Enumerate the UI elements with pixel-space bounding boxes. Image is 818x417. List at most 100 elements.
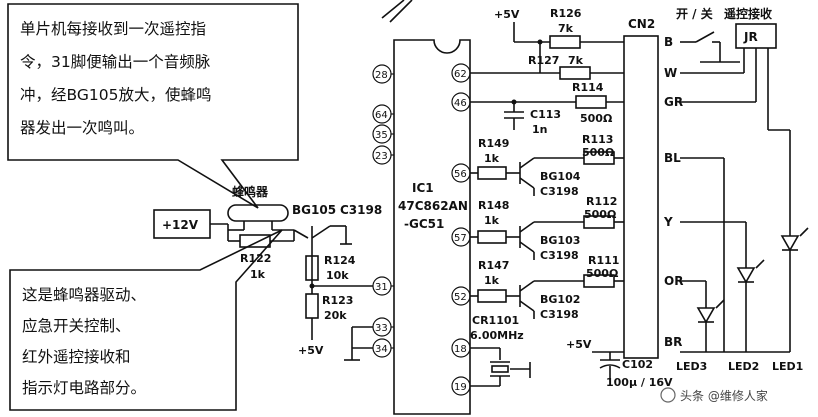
v5-top-label: +5V	[494, 8, 520, 21]
bg102-part: C3198	[540, 308, 579, 321]
svg-text:46: 46	[454, 98, 467, 109]
cn2-pin-bl: BL	[664, 151, 681, 165]
watermark-text: 头条 @维修人家	[680, 388, 768, 403]
ic-pin-62: 62	[451, 63, 471, 83]
svg-text:23: 23	[375, 151, 388, 162]
switch-and-receiver: 开 / 关 遥控接收 JR	[676, 6, 791, 236]
r114-body	[575, 95, 607, 109]
ic-pin-56: 56	[451, 163, 471, 183]
callout-top-line-2: 令，31脚便输出一个音频脉	[20, 53, 211, 71]
r114-value: 500Ω	[580, 112, 613, 125]
c102-value: 100μ / 16V	[606, 376, 673, 389]
bg104-name: BG104	[540, 170, 581, 183]
cn2-pin-br: BR	[664, 335, 682, 349]
bg105-part: C3198	[340, 203, 382, 217]
bg104-part: C3198	[540, 185, 579, 198]
ic-pin-23: 23	[372, 145, 394, 165]
control-circuit: +5V R126 7k R127 7k C113 1n R114 500Ω R1…	[470, 7, 673, 389]
svg-text:35: 35	[375, 130, 388, 141]
v12-label: +12V	[162, 218, 199, 232]
r147-value: 1k	[484, 274, 500, 287]
receiver-box-label: JR	[743, 30, 758, 44]
led1-symbol	[780, 227, 809, 352]
bg103-name: BG103	[540, 234, 580, 247]
svg-text:34: 34	[375, 344, 388, 355]
r122-value: 1k	[250, 268, 266, 281]
ic-pin-35: 35	[372, 124, 394, 144]
bg104-transistor	[519, 157, 584, 196]
crystal-name: CR1101	[472, 314, 519, 327]
callout-bottom: 这是蜂鸣器驱动、 应急开关控制、 红外遥控接收和 指示灯电路部分。	[9, 229, 283, 411]
bg102-transistor	[519, 280, 584, 319]
ic-pin-31: 31	[372, 276, 394, 296]
ic-pin-46: 46	[451, 92, 471, 112]
connector-cn2: CN2 B W GR BL Y OR BR	[623, 17, 683, 359]
ic-part: 47C862AN	[398, 199, 468, 213]
crystal-freq: 6.00MHz	[470, 329, 524, 342]
r111-value: 500Ω	[586, 267, 619, 280]
r123-name: R123	[322, 294, 353, 307]
svg-text:19: 19	[454, 382, 467, 393]
crystal-symbol	[470, 347, 531, 387]
r114-name: R114	[572, 81, 604, 94]
ic-pin-19: 19	[451, 376, 471, 396]
led3-symbol	[696, 299, 725, 352]
buzzer-drive-circuit: +12V 蜂鸣器 R122 1k BG105 C3198	[153, 184, 382, 361]
r122-body	[239, 234, 271, 248]
bg103-transistor	[519, 221, 584, 260]
r149-name: R149	[478, 137, 509, 150]
r123-body	[305, 293, 319, 319]
r113-name: R113	[582, 133, 613, 146]
svg-text:31: 31	[375, 282, 388, 293]
r124-body	[305, 255, 319, 281]
v5-right-label: +5V	[566, 338, 592, 351]
ic-pin-57: 57	[451, 227, 471, 247]
r148-body	[477, 230, 507, 244]
svg-text:64: 64	[375, 110, 388, 121]
cn2-pin-b: B	[664, 35, 673, 49]
r124-name: R124	[324, 254, 356, 267]
svg-text:56: 56	[454, 169, 467, 180]
r124-value: 10k	[326, 269, 349, 282]
callout-bottom-line-3: 红外遥控接收和	[22, 348, 131, 366]
ic-pin-28: 28	[372, 64, 394, 84]
bg105-name: BG105	[292, 203, 336, 217]
led2-label: LED2	[728, 360, 759, 373]
r127-value: 7k	[568, 54, 584, 67]
svg-text:52: 52	[454, 292, 467, 303]
cn2-pin-y: Y	[663, 215, 673, 229]
c102-name: C102	[622, 358, 653, 371]
r113-value: 500Ω	[582, 146, 615, 159]
callout-top-line-1: 单片机每接收到一次遥控指	[20, 20, 206, 38]
watermark-icon	[660, 387, 676, 403]
r147-body	[477, 289, 507, 303]
bg103-part: C3198	[540, 249, 579, 262]
r127-name: R127	[528, 54, 559, 67]
bg105-transistor	[293, 225, 352, 256]
switch-label: 开 / 关	[676, 6, 713, 21]
led1-label: LED1	[772, 360, 803, 373]
callout-bottom-line-4: 指示灯电路部分。	[22, 379, 146, 397]
bg102-name: BG102	[540, 293, 580, 306]
r112-name: R112	[586, 195, 617, 208]
watermark: 头条 @维修人家	[660, 387, 768, 403]
receiver-label: 遥控接收	[724, 6, 772, 21]
cn2-name: CN2	[628, 17, 655, 31]
callout-top: 单片机每接收到一次遥控指 令，31脚便输出一个音频脉 冲，经BG105放大，使蜂…	[7, 0, 413, 209]
buzzer-symbol	[227, 204, 294, 231]
callout-top-line-4: 器发出一次鸣叫。	[20, 119, 144, 137]
ic-pin-52: 52	[451, 286, 471, 306]
r126-name: R126	[550, 7, 582, 20]
r111-name: R111	[588, 254, 619, 267]
svg-text:28: 28	[375, 70, 388, 81]
ic1: IC1 47C862AN -GC51 28 64 35 23 31 33 34 …	[372, 39, 471, 415]
led2-symbol	[736, 259, 765, 352]
cn2-pin-or: OR	[664, 274, 683, 288]
ic-pin-64: 64	[372, 104, 394, 124]
r127-body	[559, 66, 591, 80]
led-indicators: LED3 LED2 LED1	[676, 157, 809, 373]
v5-left-label: +5V	[298, 344, 324, 357]
r112-value: 500Ω	[584, 208, 617, 221]
r148-name: R148	[478, 199, 509, 212]
